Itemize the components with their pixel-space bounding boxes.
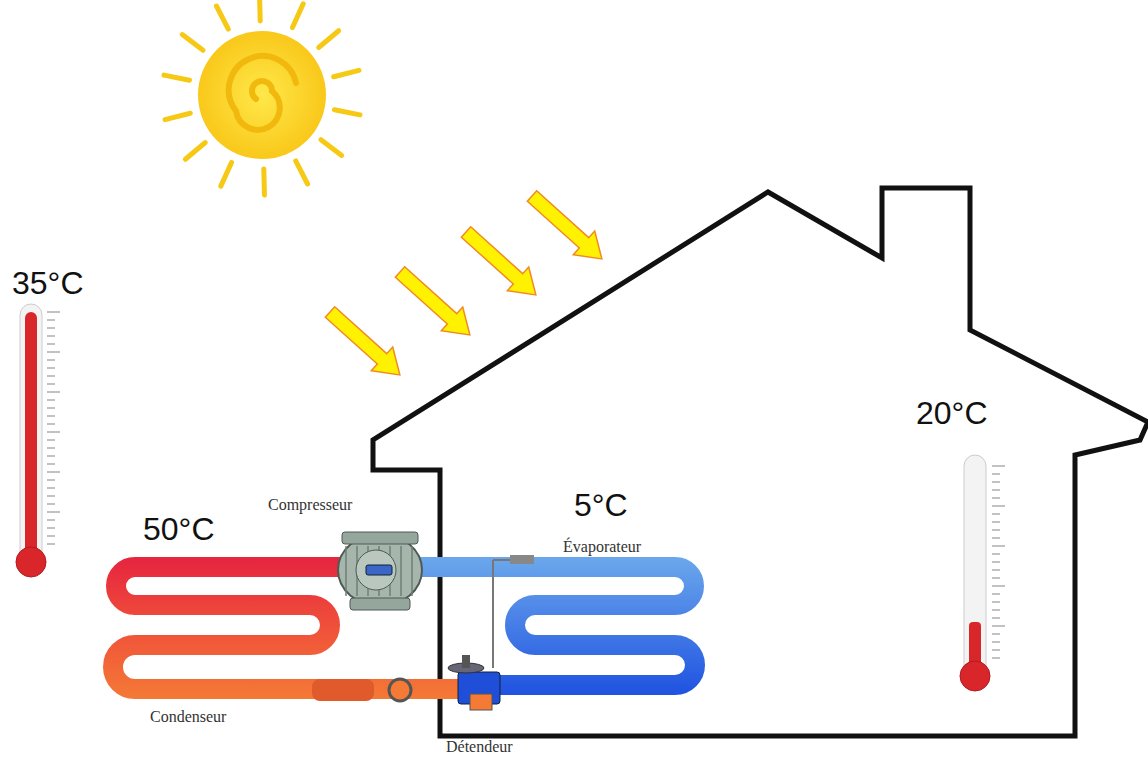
sun bbox=[198, 31, 326, 159]
part-name: Évaporateur bbox=[563, 538, 641, 556]
temperature-value: 50°C bbox=[143, 512, 215, 547]
house-outline bbox=[373, 188, 1148, 736]
part-name: Condenseur bbox=[150, 708, 226, 726]
evaporator-coil bbox=[392, 567, 695, 685]
temperature-value: 35°C bbox=[12, 266, 84, 301]
temperature-value: 20°C bbox=[916, 396, 988, 431]
temperature-value: 5°C bbox=[574, 488, 628, 523]
expansion-valve bbox=[448, 555, 534, 710]
part-name: Compresseur bbox=[268, 496, 352, 514]
thermometer-outdoor bbox=[16, 304, 60, 577]
thermometer-indoor bbox=[960, 455, 1005, 691]
part-name: Détendeur bbox=[446, 738, 513, 756]
sun-spiral bbox=[229, 56, 296, 130]
condenser-coil bbox=[113, 567, 478, 689]
sight-glass bbox=[389, 679, 411, 701]
filter-drier bbox=[312, 679, 374, 701]
compressor bbox=[338, 532, 422, 610]
sun-rays bbox=[164, 0, 360, 195]
